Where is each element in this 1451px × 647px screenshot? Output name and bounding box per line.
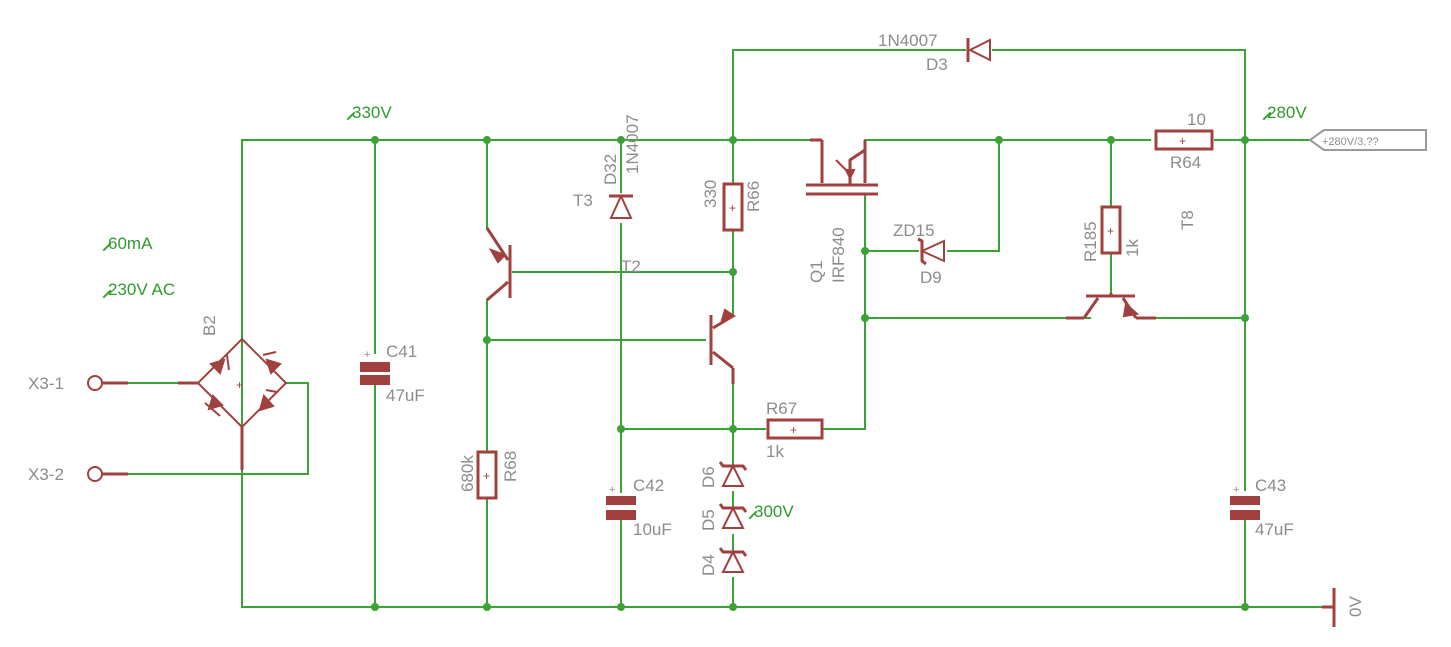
svg-text:+: + [1233, 484, 1239, 496]
label-d5: D5 [699, 509, 718, 531]
svg-text:+: + [609, 484, 615, 496]
junction [483, 136, 491, 144]
resistor-r66: + [722, 182, 744, 232]
wires [103, 49, 1323, 608]
diode-d32 [609, 193, 633, 219]
label-r66-value: 330 [701, 180, 720, 208]
junction [1241, 136, 1249, 144]
label-r66: R66 [744, 181, 763, 212]
label-t2: T2 [621, 257, 641, 276]
label-d6: D6 [699, 466, 718, 488]
label-d3-value: 1N4007 [878, 31, 938, 50]
svg-text:+: + [364, 349, 370, 361]
junction [729, 603, 737, 611]
junction [1107, 136, 1115, 144]
label-x3-2: X3-2 [28, 465, 64, 484]
junction [995, 136, 1003, 144]
connector-x3-1 [87, 375, 128, 391]
zener-d4 [718, 547, 748, 573]
resistor-r67: + [766, 418, 824, 440]
resistor-r64: + [1154, 129, 1214, 151]
junctions [371, 136, 1249, 611]
label-r67: R67 [766, 399, 797, 418]
bridge-rectifier-b2: + [178, 337, 288, 470]
junction [1241, 314, 1249, 322]
label-q1-value: IRF840 [829, 227, 848, 283]
output-port-label: +280V/3.?? [1322, 136, 1379, 148]
wire-d9-right [947, 139, 1000, 252]
junction [371, 603, 379, 611]
label-d9-value: ZD15 [893, 221, 935, 240]
labels: 330V 280V 60mA 230V AC 300V 0V +280V/3.?… [28, 31, 1379, 617]
capacitor-c42: + [606, 484, 636, 520]
svg-text:+: + [1179, 134, 1186, 148]
label-c41: C41 [386, 342, 417, 361]
transistor-t8 [1066, 293, 1156, 320]
net-label-0v: 0V [1346, 596, 1365, 617]
net-label-330v: 330V [352, 103, 392, 122]
connector-x3-2 [87, 466, 128, 482]
label-r185-value: 1k [1123, 239, 1142, 257]
label-b2: B2 [200, 315, 219, 336]
zener-d6 [718, 461, 748, 487]
net-label-280v: 280V [1267, 103, 1307, 122]
wire-x3-2 [103, 382, 309, 475]
label-c43-value: 47uF [1255, 520, 1294, 539]
diode-d3 [966, 38, 991, 62]
svg-text:+: + [483, 469, 490, 483]
junction [861, 247, 869, 255]
junction [617, 136, 625, 144]
ground-symbol [1322, 588, 1336, 627]
junction [483, 336, 491, 344]
label-d3: D3 [926, 55, 948, 74]
label-c42: C42 [633, 476, 664, 495]
mosfet-q1 [806, 138, 878, 196]
resistor-r68: + [476, 450, 498, 500]
net-label-230v-ac: 230V AC [108, 280, 175, 299]
junction [729, 425, 737, 433]
label-t8: T8 [1178, 210, 1197, 230]
junction [729, 268, 737, 276]
label-r67-value: 1k [766, 442, 784, 461]
label-t3: T3 [573, 191, 593, 210]
wire-d3-right [992, 49, 1246, 141]
polarity-mark: + [236, 378, 243, 392]
junction [617, 425, 625, 433]
label-r64: R64 [1170, 153, 1201, 172]
label-c41-value: 47uF [386, 386, 425, 405]
capacitor-c41: + [360, 349, 390, 385]
net-label-300v: 300V [754, 502, 794, 521]
net-label-marks [102, 111, 1272, 520]
label-d32: D32 [601, 154, 620, 185]
svg-text:+: + [729, 201, 736, 215]
junction [371, 136, 379, 144]
junction [729, 136, 737, 144]
junction [861, 314, 869, 322]
output-port [1308, 129, 1427, 151]
label-r68: R68 [501, 451, 520, 482]
junction [1241, 603, 1249, 611]
label-c43: C43 [1255, 476, 1286, 495]
net-label-60ma: 60mA [108, 234, 153, 253]
label-d9: D9 [920, 268, 942, 287]
label-q1: Q1 [807, 260, 826, 283]
label-d32-value: 1N4007 [623, 114, 642, 174]
label-c42-value: 10uF [633, 520, 672, 539]
label-r185: R185 [1081, 221, 1100, 262]
label-r68-value: 680k [458, 455, 477, 492]
resistor-r185: + [1100, 205, 1122, 255]
transistor-t2 [485, 227, 512, 302]
label-r64-value: 10 [1187, 110, 1206, 129]
svg-text:+: + [1107, 224, 1114, 238]
junction [483, 603, 491, 611]
svg-text:+: + [790, 423, 797, 437]
junction [617, 603, 625, 611]
label-x3-1: X3-1 [28, 374, 64, 393]
zener-d5 [718, 503, 748, 529]
capacitor-c43: + [1230, 484, 1260, 520]
label-d4: D4 [699, 554, 718, 576]
zener-d9 [917, 237, 945, 266]
transistor-t3 [709, 308, 737, 384]
